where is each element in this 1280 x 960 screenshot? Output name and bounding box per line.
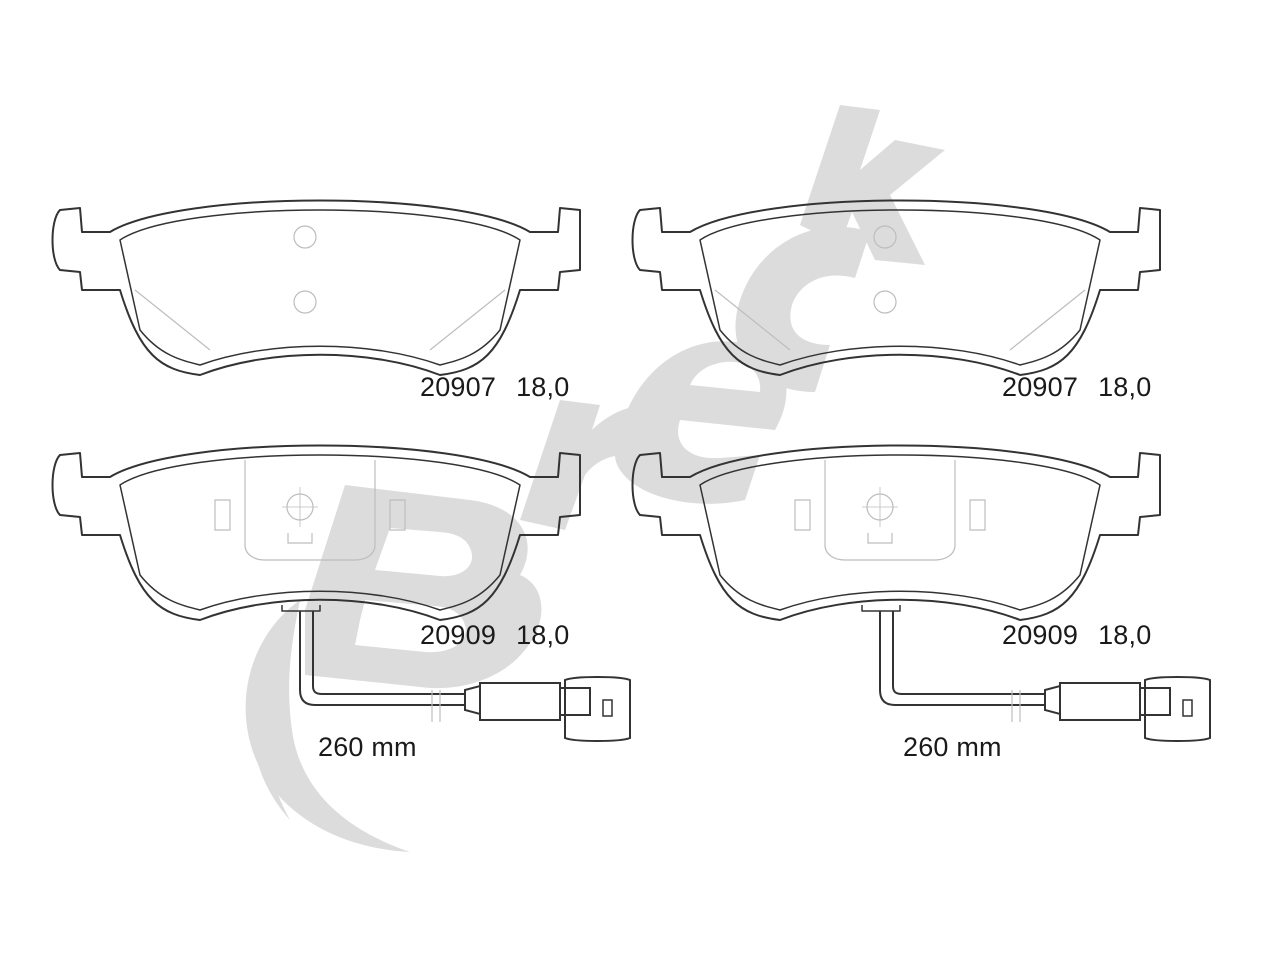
- brake-pad-drawing: [631, 199, 1161, 376]
- pad-thickness: 18,0: [516, 372, 570, 402]
- brake-pad-drawing: [51, 444, 581, 621]
- pad-thickness: 18,0: [516, 620, 570, 650]
- pad-thickness: 18,0: [1098, 372, 1152, 402]
- part-number: 20909: [420, 620, 497, 650]
- brake-pad-drawing: [51, 199, 581, 376]
- pad-label: 20909 18,0: [420, 620, 569, 651]
- pad-label: 20907 18,0: [420, 372, 569, 403]
- pad-label: 20907 18,0: [1002, 372, 1151, 403]
- wire-length-label: 260 mm: [903, 732, 1002, 762]
- wire-length-label: 260 mm: [318, 732, 417, 762]
- part-number: 20907: [420, 372, 497, 402]
- part-number: 20907: [1002, 372, 1079, 402]
- brake-pad-drawing: [631, 444, 1161, 621]
- pad-label: 20909 18,0: [1002, 620, 1151, 651]
- pad-thickness: 18,0: [1098, 620, 1152, 650]
- part-number: 20909: [1002, 620, 1079, 650]
